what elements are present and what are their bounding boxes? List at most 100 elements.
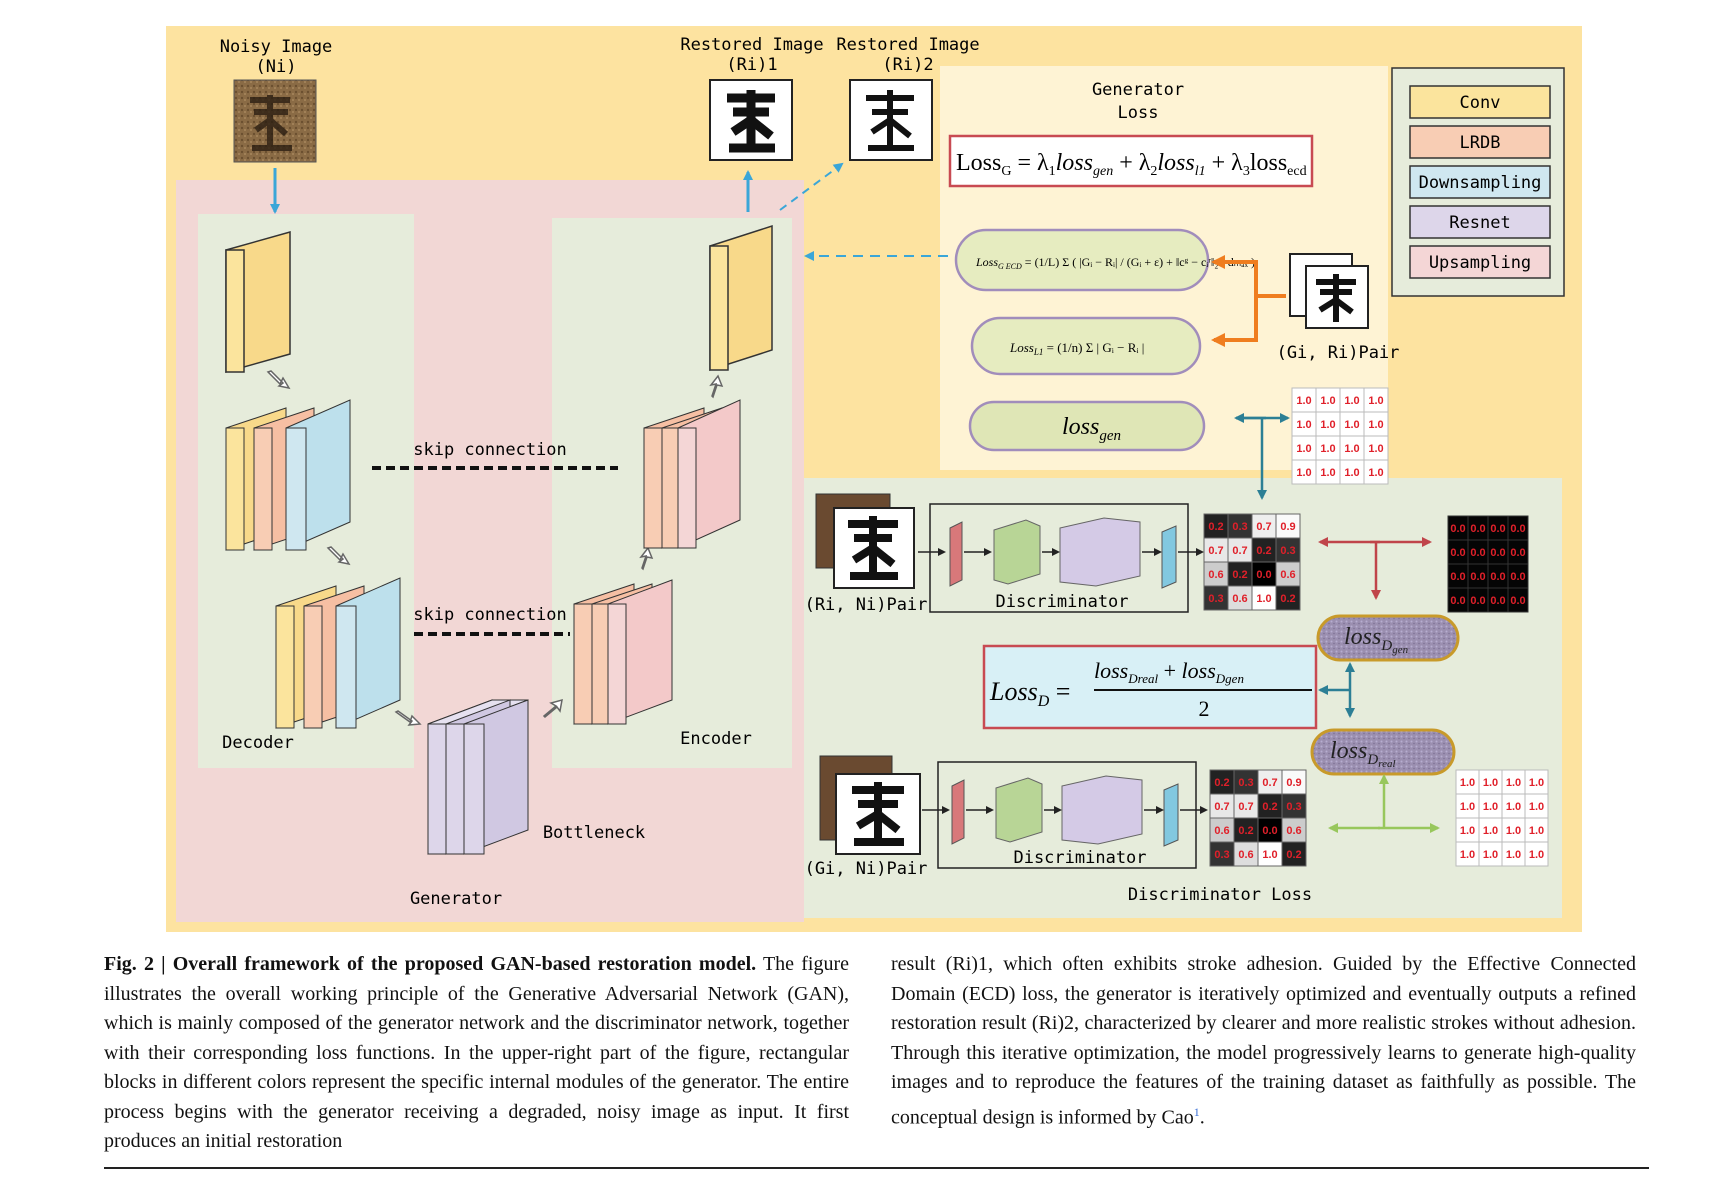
grid-cell-value: 1.0 [1460,777,1475,789]
caption-reference[interactable]: 1 [1193,1104,1200,1119]
legend-label-upsampling: Upsampling [1429,253,1531,273]
encoder-conv-block-top [709,224,773,372]
caption-end: . [1199,1106,1205,1129]
encoder-block-bottom [573,579,673,725]
restored2-label: Restored Image [836,35,979,55]
noisy-image-label: Noisy Image [220,37,333,57]
grid-cell-value: 1.0 [1529,777,1544,789]
grid-cell [1203,585,1229,611]
grid-cell [1251,537,1277,563]
grid-cell-value: 1.0 [1460,849,1475,861]
grid-cell-value: 0.3 [1232,521,1247,533]
restored1-label-2: (Ri)1 [726,55,777,75]
grid-cell-value: 0.3 [1238,777,1253,789]
grid-cell [1227,561,1253,587]
grid-cell-value: 0.7 [1208,545,1223,557]
grid-cell-value: 0.9 [1286,777,1301,789]
grid-cell-value: 0.0 [1450,571,1465,583]
grid-cell-value: 0.2 [1214,777,1229,789]
grid-cell-value: 0.0 [1510,595,1525,607]
grid-cell [1275,537,1301,563]
skip-connection-label-1: skip connection [413,440,567,460]
bottleneck-label: Bottleneck [543,823,645,843]
grid-cell-value: 0.7 [1262,777,1277,789]
grid-cell-value: 0.0 [1490,595,1505,607]
loss-d-formula: LossD = [989,677,1070,710]
caption-left-column: Fig. 2 | Overall framework of the propos… [104,950,849,1157]
grid-cell-value: 1.0 [1320,395,1335,407]
caption-rule [104,1167,1649,1169]
grid-cell-value: 0.7 [1256,521,1271,533]
grid-cell-value: 1.0 [1262,849,1277,861]
grid-cell [1363,411,1389,437]
grid-cell-value: 1.0 [1296,419,1311,431]
generator-loss-title: Generator [1092,80,1184,100]
discriminator-loss-label: Discriminator Loss [1128,885,1312,905]
grid-cell [1233,793,1259,819]
grid-cell [1507,587,1529,613]
grid-cell-value: 0.0 [1490,547,1505,559]
grid-cell-value: 0.3 [1280,545,1295,557]
grid-cell [1363,387,1389,413]
grid-cell-value: 1.0 [1506,777,1521,789]
grid-cell [1275,585,1301,611]
discriminator-1-box [929,503,1189,613]
grid-cell [1281,769,1307,795]
grid-cell-value: 0.3 [1286,801,1301,813]
loss-ecd-formula: LossG ECD = (1/L) Σ ( |Gᵢ − Rᵢ| / (Gᵢ + … [975,255,1255,271]
grid-cell-value: 0.0 [1470,595,1485,607]
grid-cell-value: 1.0 [1483,777,1498,789]
noisy-image-label-2: (Ni) [256,57,297,77]
grid-cell-value: 0.6 [1232,593,1247,605]
legend-label-conv: Conv [1460,93,1501,113]
grid-cell-value: 1.0 [1506,801,1521,813]
grid-cell-value: 0.0 [1470,547,1485,559]
grid-cell-value: 0.0 [1510,523,1525,535]
caption-right-column: result (Ri)1, which often exhibits strok… [891,950,1636,1133]
grid-cell-value: 0.0 [1450,547,1465,559]
legend-swatch-resnet [1409,205,1551,239]
legend-label-resnet: Resnet [1449,213,1510,233]
grid-cell [1227,537,1253,563]
grid-cell-value: 1.0 [1368,467,1383,479]
grid-cell [1233,841,1259,867]
grid-cell-value: 0.6 [1280,569,1295,581]
grid-cell [1209,769,1235,795]
grid-cell-value: 1.0 [1320,467,1335,479]
grid-cell-value: 0.0 [1490,523,1505,535]
grid-cell [1315,387,1341,413]
grid-cell-value: 0.6 [1214,825,1229,837]
legend-swatch-conv [1409,85,1551,119]
grid-cell-value: 0.0 [1450,595,1465,607]
grid-cell-value: 1.0 [1320,443,1335,455]
flow-arrows [266,370,724,726]
grid-cell-value: 1.0 [1368,395,1383,407]
grid-cell-value: 1.0 [1344,443,1359,455]
grid-cell-value: 0.3 [1208,593,1223,605]
loss-gen-pill [968,400,1206,452]
grid-cell-value: 0.0 [1262,825,1277,837]
legend-swatch-lrdb [1409,125,1551,159]
grid-cell-value: 1.0 [1460,825,1475,837]
grid-cell [1315,459,1341,485]
grid-cell [1233,817,1259,843]
encoder-block-middle [643,399,741,549]
grid-cell-value: 0.0 [1450,523,1465,535]
grid-cell [1363,459,1389,485]
grid-cell-value: 0.3 [1214,849,1229,861]
gi-ri-pair-label: (Gi, Ri)Pair [1277,343,1400,363]
generator-loss-title-2: Loss [1118,103,1159,123]
grid-cell-value: 1.0 [1256,593,1271,605]
generator-loss-formula-box [948,134,1314,188]
grid-cell-value: 1.0 [1296,467,1311,479]
grid-cell-value: 1.0 [1296,443,1311,455]
discriminator-1-label: Discriminator [995,592,1128,612]
legend-label-lrdb: LRDB [1460,133,1501,153]
grid-cell [1209,793,1235,819]
encoder-label: Encoder [680,729,752,749]
